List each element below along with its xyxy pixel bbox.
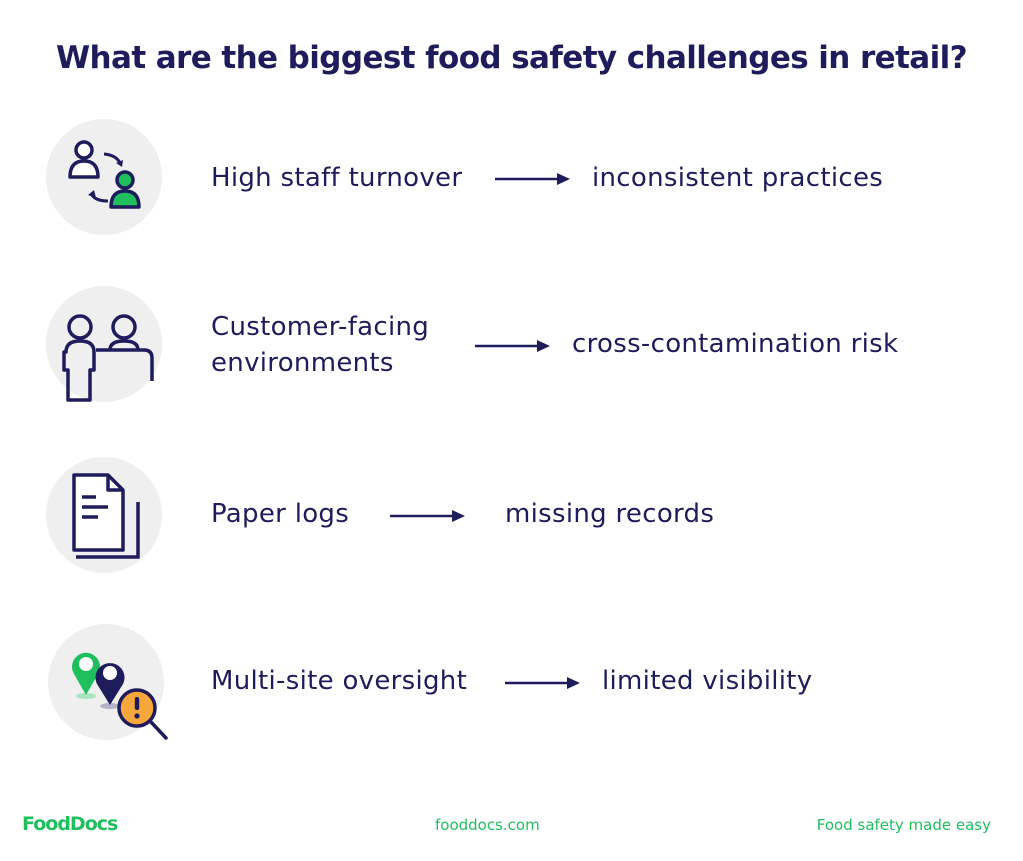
effect-text: limited visibility [602, 666, 813, 696]
arrow-right-icon [390, 510, 465, 522]
arrow-right-icon [475, 340, 550, 352]
arrow-right-icon [495, 173, 570, 185]
cause-text-line2: environments [211, 348, 394, 378]
icon-background [46, 286, 162, 402]
effect-text: cross-contamination risk [572, 329, 899, 359]
effect-text: inconsistent practices [592, 163, 884, 193]
staff-rotation-icon [68, 140, 141, 209]
icon-background [46, 119, 162, 235]
page-title: What are the biggest food safety challen… [55, 40, 968, 76]
fooddocs-logo: FoodDocs [22, 813, 118, 835]
cause-text-line1: Customer-facing [211, 312, 430, 342]
cause-text: Paper logs [211, 499, 350, 529]
effect-text: missing records [505, 499, 715, 529]
paper-documents-icon [72, 473, 140, 559]
customer-counter-icon [62, 314, 154, 402]
arrow-right-icon [505, 677, 580, 689]
website-link[interactable]: fooddocs.com [435, 816, 540, 834]
tagline: Food safety made easy [816, 816, 991, 834]
cause-text: Multi-site oversight [211, 666, 468, 696]
location-pins-alert-icon [72, 652, 168, 740]
cause-text: High staff turnover [211, 163, 463, 193]
